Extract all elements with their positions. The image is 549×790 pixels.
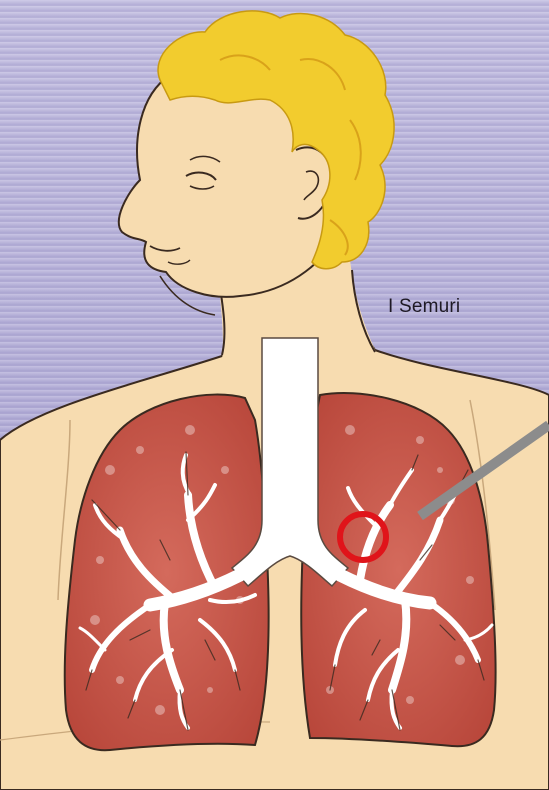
airway-label: I Semuri [388, 296, 460, 318]
